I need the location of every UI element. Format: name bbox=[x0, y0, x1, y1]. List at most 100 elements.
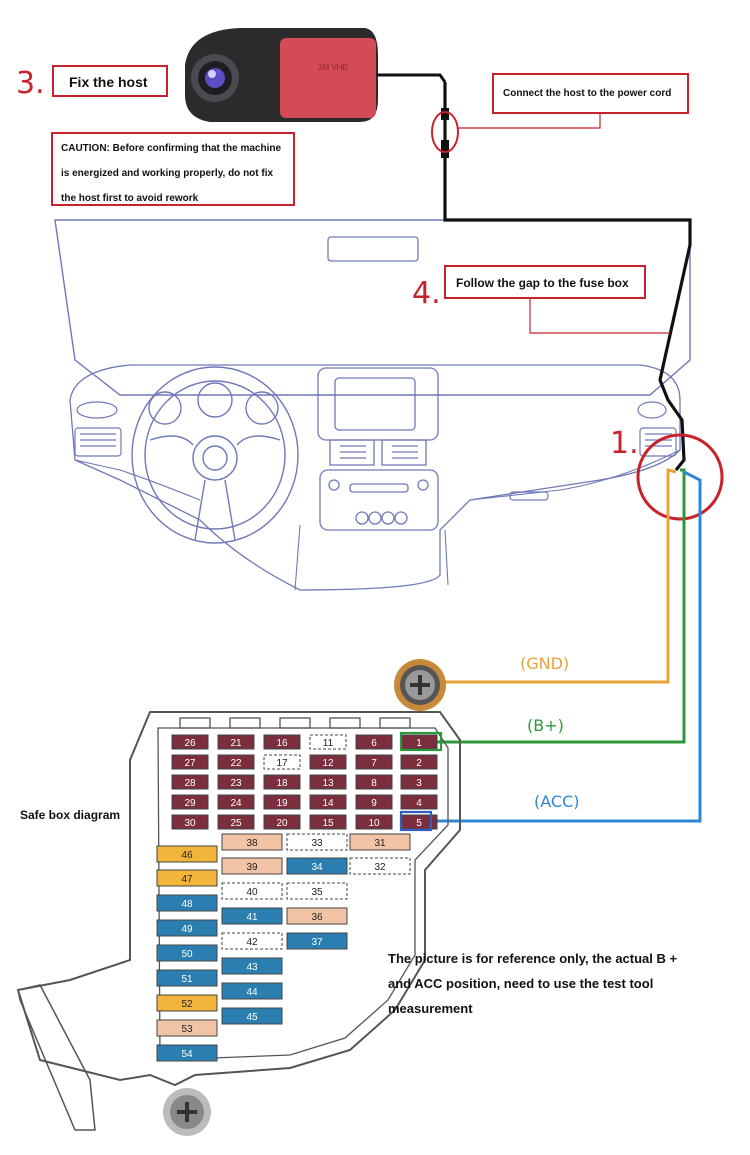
fuse-15: 15 bbox=[309, 814, 347, 830]
fuse-label: 51 bbox=[181, 974, 193, 985]
fuse-20: 20 bbox=[263, 814, 301, 830]
left-vent bbox=[74, 401, 122, 457]
fuse-label: 4 bbox=[416, 798, 422, 809]
fuse-label: 47 bbox=[181, 874, 193, 885]
fuse-36: 36 bbox=[286, 907, 348, 925]
fuse-33: 33 bbox=[286, 833, 348, 851]
fuse-10: 10 bbox=[355, 814, 393, 830]
step4-number: 4. bbox=[412, 276, 441, 311]
fuse-53: 53 bbox=[156, 1019, 218, 1037]
fuse-label: 40 bbox=[246, 887, 258, 898]
fuse-12: 12 bbox=[309, 754, 347, 770]
fuse-label: 14 bbox=[322, 798, 334, 809]
fuse-28: 28 bbox=[171, 774, 209, 790]
acc-wire bbox=[430, 470, 702, 823]
fuse-label: 50 bbox=[181, 949, 193, 960]
fuse-13: 13 bbox=[309, 774, 347, 790]
fuse-label: 43 bbox=[246, 962, 258, 973]
fuse-26: 26 bbox=[171, 734, 209, 750]
step3-title-box: Fix the host bbox=[52, 65, 168, 97]
fuse-49: 49 bbox=[156, 919, 218, 937]
connector-highlight-circle bbox=[431, 111, 459, 153]
fuse-9: 9 bbox=[355, 794, 393, 810]
fuse-47: 47 bbox=[156, 869, 218, 887]
fuse-3: 3 bbox=[400, 774, 438, 790]
fuse-label: 52 bbox=[181, 999, 193, 1010]
fuse-label: 44 bbox=[246, 987, 258, 998]
fuse-24: 24 bbox=[217, 794, 255, 810]
fuse-label: 39 bbox=[246, 862, 258, 873]
fusebox-note-line-3: measurement bbox=[388, 1001, 473, 1016]
fuse-29: 29 bbox=[171, 794, 209, 810]
fuse-label: 32 bbox=[374, 862, 386, 873]
fuse-4: 4 bbox=[400, 794, 438, 810]
rearview-mirror bbox=[327, 236, 419, 262]
step3-title: Fix the host bbox=[69, 74, 148, 90]
fuse-label: 27 bbox=[184, 758, 196, 769]
fusebox-connector bbox=[17, 984, 96, 1131]
caution-line-1: CAUTION: Before confirming that the mach… bbox=[61, 143, 282, 154]
acc-label: (ACC) bbox=[534, 792, 580, 811]
fuse-label: 16 bbox=[276, 738, 288, 749]
fuse-42: 42 bbox=[221, 932, 283, 950]
fusebox-top-tabs bbox=[179, 717, 411, 729]
fuse-label: 30 bbox=[184, 818, 196, 829]
fuse-label: 6 bbox=[371, 738, 377, 749]
console-legs bbox=[294, 524, 449, 591]
fuse-48: 48 bbox=[156, 894, 218, 912]
bplus-wire bbox=[430, 468, 686, 744]
caution-line-2: is energized and working properly, do no… bbox=[61, 168, 274, 179]
fuse-label: 9 bbox=[371, 798, 377, 809]
fuse-label: 38 bbox=[246, 838, 258, 849]
fuse-label: 48 bbox=[181, 899, 193, 910]
fuse-11: 11 bbox=[309, 734, 347, 750]
fuse-label: 22 bbox=[230, 758, 242, 769]
fuse-label: 15 bbox=[322, 818, 334, 829]
fuse-34: 34 bbox=[286, 857, 348, 875]
fuse-17: 17 bbox=[263, 754, 301, 770]
fuse-label: 25 bbox=[230, 818, 242, 829]
step4-title: Follow the gap to the fuse box bbox=[456, 276, 629, 290]
right-vent bbox=[637, 401, 677, 457]
fuse-23: 23 bbox=[217, 774, 255, 790]
fuse-access-highlight-circle bbox=[636, 433, 724, 521]
fuse-label: 31 bbox=[374, 838, 386, 849]
fuse-38: 38 bbox=[221, 833, 283, 851]
fuse-52: 52 bbox=[156, 994, 218, 1012]
step4-title-box: Follow the gap to the fuse box bbox=[444, 265, 646, 299]
glovebox-handle bbox=[509, 491, 549, 501]
fuse-label: 49 bbox=[181, 924, 193, 935]
fuse-46: 46 bbox=[156, 845, 218, 863]
fusebox-title: Safe box diagram bbox=[20, 808, 121, 822]
fuse-label: 37 bbox=[311, 937, 323, 948]
fuse-label: 3 bbox=[416, 778, 422, 789]
fuse-label: 33 bbox=[311, 838, 323, 849]
fuse-51: 51 bbox=[156, 969, 218, 987]
fuse-27: 27 bbox=[171, 754, 209, 770]
fuse-6: 6 bbox=[355, 734, 393, 750]
fuse-label: 21 bbox=[230, 738, 242, 749]
fuse-41: 41 bbox=[221, 907, 283, 925]
fuse-grid-large: 3132333435363738394041424344454647484950… bbox=[156, 833, 411, 1062]
fuse-label: 12 bbox=[322, 758, 334, 769]
fuse-label: 46 bbox=[181, 850, 193, 861]
fuse-19: 19 bbox=[263, 794, 301, 810]
fuse-label: 5 bbox=[416, 818, 422, 829]
fuse-31: 31 bbox=[349, 833, 411, 851]
fuse-14: 14 bbox=[309, 794, 347, 810]
fuse-label: 11 bbox=[323, 738, 334, 749]
fuse-label: 20 bbox=[276, 818, 288, 829]
fuse-label: 45 bbox=[246, 1012, 258, 1023]
fuse-label: 17 bbox=[276, 758, 288, 769]
fuse-label: 54 bbox=[181, 1049, 193, 1060]
fuse-grid-small: 26 27 28 29 30 21 22 23 24 25 16 17 18 19 20 11 12 13 14 15… bbox=[171, 734, 438, 830]
windshield-outline bbox=[54, 219, 691, 396]
fuse-18: 18 bbox=[263, 774, 301, 790]
acc-fuse-highlight bbox=[399, 810, 433, 832]
fuse-label: 41 bbox=[246, 912, 258, 923]
fuse-37: 37 bbox=[286, 932, 348, 950]
fuse-30: 30 bbox=[171, 814, 209, 830]
fuse-label: 8 bbox=[371, 778, 377, 789]
gnd-label: (GND) bbox=[520, 654, 570, 673]
